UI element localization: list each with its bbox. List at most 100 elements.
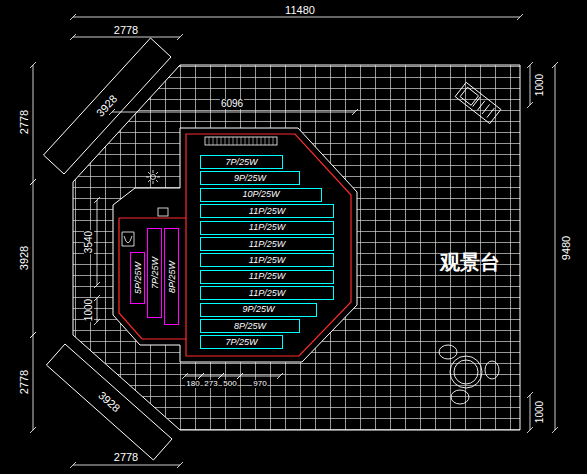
display-bar: 11P/25W xyxy=(200,237,334,251)
rail-hatch xyxy=(209,137,273,145)
display-bar: 7P/25W xyxy=(200,155,283,169)
spec-text: 8P/25W xyxy=(167,260,176,292)
dimension-line xyxy=(112,112,355,113)
display-bar: 11P/25W xyxy=(200,253,334,267)
display-bar: 11P/25W xyxy=(200,286,334,300)
spec-text: 7P/25W xyxy=(150,257,159,289)
dimension-tick xyxy=(198,373,204,379)
dimension-text: 273 xyxy=(203,380,218,388)
hatch-stroke xyxy=(237,137,238,145)
dimension-tick xyxy=(182,373,188,379)
area-label: 观景台 xyxy=(439,252,501,272)
hatch-stroke xyxy=(257,137,258,145)
dimension-line xyxy=(240,376,280,377)
dimension-tick xyxy=(517,14,523,20)
side-bar: 8P/25W xyxy=(164,228,179,325)
hatch-stroke xyxy=(261,137,262,145)
dimension-tick xyxy=(30,332,36,338)
dimension-line xyxy=(555,65,556,430)
spec-text: 11P/25W xyxy=(249,272,285,281)
dimension-tick xyxy=(237,373,243,379)
floor-tiles xyxy=(73,65,520,430)
dimension-text: 1000 xyxy=(535,400,545,424)
dimension-line xyxy=(530,65,531,105)
display-bar: 11P/25W xyxy=(200,221,334,235)
hatch-stroke xyxy=(253,137,254,145)
dimension-text: 180 xyxy=(185,380,200,388)
hatch-stroke xyxy=(229,137,230,145)
dimension-line xyxy=(97,200,98,285)
dimension-tick xyxy=(552,62,558,68)
dimension-tick xyxy=(94,319,100,325)
dimension-line xyxy=(221,376,240,377)
dimension-text: 3928 xyxy=(94,93,120,120)
hatch-stroke xyxy=(249,137,250,145)
diagonal-band xyxy=(44,38,172,174)
dimension-tick xyxy=(527,427,533,433)
dimension-text: 2778 xyxy=(113,452,139,463)
dimension-tick xyxy=(552,427,558,433)
spec-text: 11P/25W xyxy=(249,289,285,298)
side-bar: 7P/25W xyxy=(147,228,162,318)
spec-text: 7P/25W xyxy=(225,158,257,167)
spec-text: 11P/25W xyxy=(249,256,285,265)
table-chairs xyxy=(439,345,499,404)
dimension-tick xyxy=(352,109,358,115)
hatch-stroke xyxy=(245,137,246,145)
hatch-stroke xyxy=(265,137,266,145)
display-bar: 11P/25W xyxy=(200,270,334,284)
spec-text: 9P/25W xyxy=(234,174,266,183)
dimension-line xyxy=(73,17,520,18)
hatch-stroke xyxy=(269,137,270,145)
dimension-tick xyxy=(70,14,76,20)
dimension-tick xyxy=(177,34,183,40)
display-bar: 7P/25W xyxy=(200,335,283,349)
dimension-text: 3540 xyxy=(84,230,94,254)
dimension-line xyxy=(33,335,34,430)
dimension-text: 500 xyxy=(222,380,237,388)
dimension-tick xyxy=(527,102,533,108)
dimension-text: 2778 xyxy=(19,369,30,395)
hatch-stroke xyxy=(217,137,218,145)
dimension-tick xyxy=(177,462,183,468)
dimension-text: 9480 xyxy=(561,235,572,261)
pavilion-wall xyxy=(119,134,351,356)
hatch-stroke xyxy=(241,137,242,145)
dimension-tick xyxy=(94,295,100,301)
dimension-line xyxy=(73,37,180,38)
partition xyxy=(185,218,186,339)
spec-text: 7P/25W xyxy=(225,338,257,347)
spec-text: 9P/25W xyxy=(242,305,274,314)
dimension-tick xyxy=(94,282,100,288)
display-bar: 11P/25W xyxy=(200,204,334,218)
dimension-text: 1000 xyxy=(535,73,545,97)
hatch-stroke xyxy=(213,137,214,145)
rail xyxy=(205,137,277,145)
display-bar: 9P/25W xyxy=(200,171,300,185)
dimension-text: 6096 xyxy=(220,99,244,109)
spec-text: 10P/25W xyxy=(242,190,279,199)
dimension-line xyxy=(33,65,34,182)
dimension-tick xyxy=(218,373,224,379)
diagonal-band xyxy=(46,344,172,460)
spec-text: 11P/25W xyxy=(249,207,285,216)
display-bar: 8P/25W xyxy=(200,319,300,333)
spec-text: 11P/25W xyxy=(249,240,285,249)
hatch-stroke xyxy=(209,137,210,145)
hatch-stroke xyxy=(225,137,226,145)
dimension-text: 2778 xyxy=(113,25,139,36)
dimension-tick xyxy=(277,373,283,379)
lounge-chair xyxy=(455,82,501,123)
dimension-line xyxy=(185,376,201,377)
dimension-tick xyxy=(30,179,36,185)
dimension-line xyxy=(97,298,98,322)
dimension-text: 2778 xyxy=(19,109,30,135)
side-bar: 5P/25W xyxy=(130,252,145,304)
hatch-stroke xyxy=(233,137,234,145)
display-bar: 10P/25W xyxy=(200,188,322,202)
dimension-tick xyxy=(30,427,36,433)
display-bar: 9P/25W xyxy=(200,303,317,317)
dimension-tick xyxy=(70,462,76,468)
spec-text: 11P/25W xyxy=(249,223,285,232)
dimension-line xyxy=(201,376,221,377)
